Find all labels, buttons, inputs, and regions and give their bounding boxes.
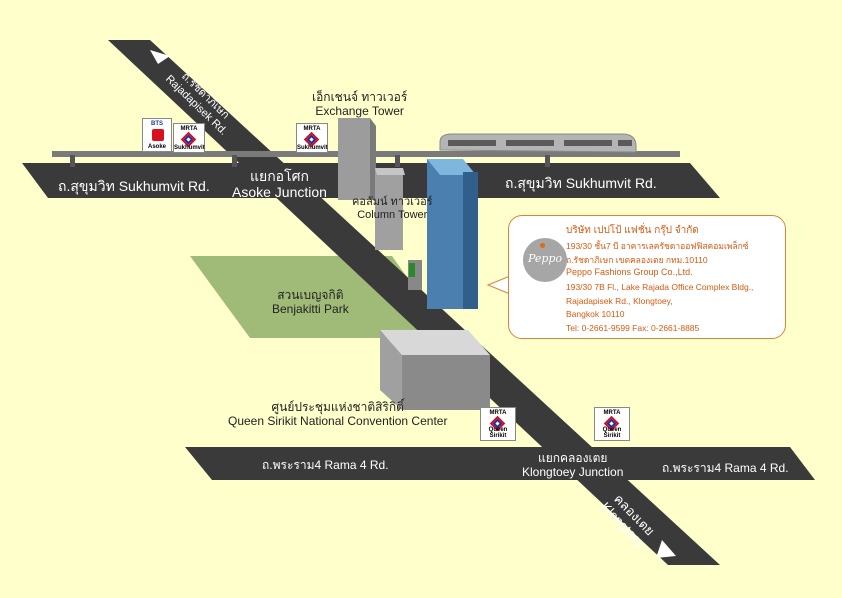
info-pointer xyxy=(486,275,511,295)
asoke-junction-label: แยกอโศก Asoke Junction xyxy=(232,168,327,200)
rama4-label-left: ถ.พระราม4 Rama 4 Rd. xyxy=(262,458,389,472)
address-en-3: Bangkok 10110 xyxy=(566,309,625,319)
column-tower-side xyxy=(375,168,405,175)
address-en-2: Rajadapisek Rd., Klongtoey, xyxy=(566,296,673,306)
asoke-junction-th: แยกอโศก xyxy=(249,168,309,184)
bts-station-name: Asoke xyxy=(147,144,166,150)
bts-pillar xyxy=(70,155,75,167)
qsncc-top xyxy=(380,330,490,355)
company-name-th: บริษัท เปปโป้ แฟชั่น กรุ๊ป จำกัด xyxy=(566,225,699,236)
bts-asoke-badge[interactable]: BTS Asoke xyxy=(142,118,172,152)
sukhumvit-label-right: ถ.สุขุมวิท Sukhumvit Rd. xyxy=(505,175,657,191)
exchange-tower-en: Exchange Tower xyxy=(315,104,404,118)
mrta-queen-sirikit-badge-1[interactable]: MRTA Queen Sirikit xyxy=(480,407,516,441)
north-arrow-icon xyxy=(150,50,170,64)
office-tower-side xyxy=(463,172,478,309)
exchange-tower-side xyxy=(370,118,376,200)
peppo-logo: Peppo xyxy=(523,238,567,282)
exchange-tower-th: เอ็กเชนจ์ ทาวเวอร์ xyxy=(312,90,408,104)
office-tower xyxy=(427,159,463,309)
address-en-1: 193/30 7B Fl., Lake Rajada Office Comple… xyxy=(566,282,754,292)
mrta-logo: MRTA xyxy=(303,126,321,132)
mrta-sukhumvit-badge-2[interactable]: MRTA Sukhumvit xyxy=(296,123,328,153)
mrta-queen-sirikit-badge-2[interactable]: MRTA Queen Sirikit xyxy=(594,407,630,441)
qsncc-side xyxy=(402,355,490,410)
logo-text: Peppo xyxy=(527,252,563,265)
rama4-label-right: ถ.พระราม4 Rama 4 Rd. xyxy=(662,461,789,475)
bts-icon xyxy=(152,129,164,141)
park-label: สวนเบญจกิติ Benjakitti Park xyxy=(272,288,349,316)
klongtoey-junction-en: Klongtoey Junction xyxy=(522,465,624,479)
address-th-2: ถ.รัชดาภิเษก เขตคลองเตย กทม.10110 xyxy=(566,255,708,265)
bts-pillar xyxy=(232,155,237,167)
address-th-1: 193/30 ชั้น7 บี อาคารเลครัชดาออฟฟิสคอมเพ… xyxy=(566,241,749,251)
column-tower-th: คอลัมน์ ทาวเวอร์ xyxy=(352,196,433,208)
qsncc-label-en: Queen Sirikit National Convention Center xyxy=(228,414,448,428)
train-window xyxy=(506,140,554,146)
sukhumvit-label-left: ถ.สุขุมวิท Sukhumvit Rd. xyxy=(58,178,210,194)
bts-logo: BTS xyxy=(151,121,163,127)
train-window xyxy=(448,140,496,146)
mrta-logo: MRTA xyxy=(180,126,198,132)
train-window xyxy=(618,140,632,146)
column-tower xyxy=(375,168,403,250)
rama4-road xyxy=(185,447,815,480)
klongtoey-junction-label: แยกคลองเตย Klongtoey Junction xyxy=(522,451,623,479)
mrta-station-name: Queen Sirikit xyxy=(602,427,622,439)
mrta-station-name: Sukhumvit xyxy=(174,145,205,151)
company-info-box: Peppo บริษัท เปปโป้ แฟชั่น กรุ๊ป จำกัด 1… xyxy=(508,215,786,339)
asoke-junction-en: Asoke Junction xyxy=(232,184,327,200)
company-name-en: Peppo Fashions Group Co.,Ltd. xyxy=(566,267,693,277)
mrta-logo: MRTA xyxy=(489,410,507,416)
mrta-logo: MRTA xyxy=(603,410,621,416)
office-tower-top xyxy=(427,159,476,175)
column-tower-label: คอลัมน์ ทาวเวอร์ Column Tower xyxy=(352,196,433,222)
mrta-station-name: Sukhumvit xyxy=(297,145,328,151)
small-building-sign xyxy=(409,263,415,277)
bts-pillar xyxy=(395,155,400,167)
klongtoey-junction-th: แยกคลองเตย xyxy=(538,451,608,465)
exchange-tower-label: เอ็กเชนจ์ ทาวเวอร์ Exchange Tower xyxy=(312,90,407,118)
south-arrow-icon xyxy=(656,540,676,558)
bts-pillar xyxy=(545,155,550,167)
park-label-th: สวนเบญจกิติ xyxy=(277,288,344,302)
contact-line: Tel: 0-2661-9599 Fax: 0-2661-8885 xyxy=(566,323,700,333)
mrta-sukhumvit-badge-1[interactable]: MRTA Sukhumvit xyxy=(173,123,205,153)
qsncc-label: ศูนย์ประชุมแห่งชาติสิริกิติ์ Queen Sirik… xyxy=(228,400,447,428)
logo-dot xyxy=(540,243,545,248)
train-window xyxy=(564,140,612,146)
column-tower-en: Column Tower xyxy=(357,209,428,221)
rajadapisek-road xyxy=(108,40,720,565)
qsncc-front xyxy=(380,330,402,410)
mrta-station-name: Queen Sirikit xyxy=(488,427,508,439)
qsncc-label-th: ศูนย์ประชุมแห่งชาติสิริกิติ์ xyxy=(271,400,404,414)
park-label-en: Benjakitti Park xyxy=(272,302,349,316)
exchange-tower xyxy=(338,118,370,200)
